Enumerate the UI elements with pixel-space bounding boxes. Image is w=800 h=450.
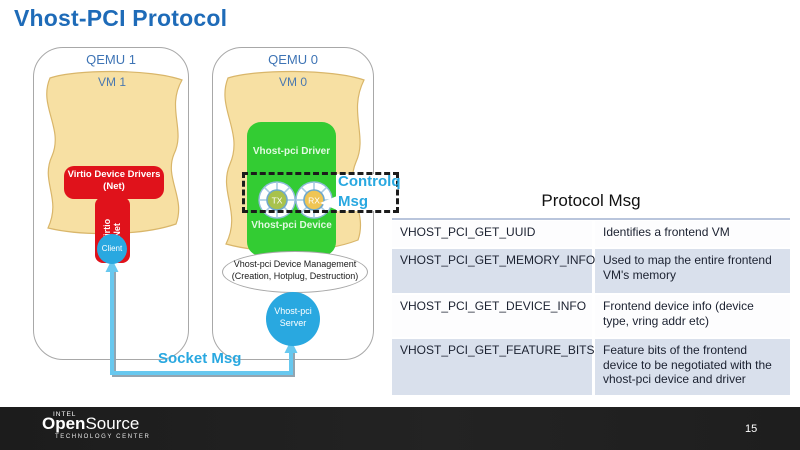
logo-open: Open [42, 414, 86, 433]
table-row: VHOST_PCI_GET_UUID Identifies a frontend… [392, 221, 790, 247]
qemu0-label: QEMU 0 [268, 52, 318, 67]
controlq-callout-pointer [320, 196, 337, 210]
table-cell-desc: Feature bits of the frontend device to b… [595, 339, 790, 395]
protocol-msg-table: VHOST_PCI_GET_UUID Identifies a frontend… [392, 218, 790, 397]
device-management-sub: (Creation, Hotplug, Destruction) [231, 270, 359, 281]
protocol-msg-title: Protocol Msg [541, 191, 641, 210]
vhost-pci-driver-label: Vhost-pci Driver [252, 146, 331, 157]
device-management-ellipse: Vhost-pci Device Management (Creation, H… [222, 251, 368, 293]
controlq-callout-bubble [336, 174, 398, 211]
svg-text:TX: TX [272, 196, 283, 206]
table-cell-msg: VHOST_PCI_GET_MEMORY_INFO [392, 249, 595, 293]
table-cell-msg: VHOST_PCI_GET_UUID [392, 221, 592, 247]
footer-bar [0, 407, 800, 450]
controlq-msg-label: Controlq Msg [338, 173, 401, 210]
virtio-device-drivers-label: Virtio Device Drivers [67, 169, 161, 180]
table-cell-msg: VHOST_PCI_GET_DEVICE_INFO [392, 295, 592, 337]
virtio-device-drivers-box: Virtio Device Drivers (Net) [64, 166, 164, 199]
table-cell-desc: Identifies a frontend VM [595, 221, 790, 247]
table-cell-msg: VHOST_PCI_GET_FEATURE_BITS [392, 339, 595, 395]
socket-msg-label: Socket Msg [158, 350, 242, 367]
page-number: 15 [745, 423, 758, 435]
page-title: Vhost-PCI Protocol [14, 5, 228, 31]
table-row: VHOST_PCI_GET_DEVICE_INFO Frontend devic… [392, 295, 790, 337]
virtqueue-wheels: TX RX [258, 181, 333, 219]
device-management-label: Vhost-pci Device Management [233, 259, 357, 269]
vhost-pci-server-circle: Vhost-pci Server [266, 292, 320, 346]
table-row: VHOST_PCI_GET_MEMORY_INFO Used to map th… [392, 249, 790, 293]
table-cell-desc: Used to map the entire frontend VM's mem… [595, 249, 790, 293]
opensource-logo: OpenSource [42, 414, 139, 434]
vm0-label: VM 0 [278, 75, 307, 89]
table-cell-desc: Frontend device info (device type, vring… [595, 295, 790, 337]
intel-logo-top: INTEL [53, 411, 77, 418]
qemu1-label: QEMU 1 [86, 52, 136, 67]
vhost-pci-device-label: Vhost-pci Device [251, 220, 332, 231]
logo-source: Source [85, 414, 140, 433]
controlq-dashed-box [242, 172, 399, 213]
tx-wheel-icon: TX [258, 181, 296, 219]
virtio-device-drivers-sub: (Net) [103, 180, 125, 192]
table-row: VHOST_PCI_GET_FEATURE_BITS Feature bits … [392, 339, 790, 395]
vm1-label: VM 1 [97, 75, 126, 89]
svg-text:RX: RX [308, 196, 320, 206]
technology-center-label: TECHNOLOGY CENTER [55, 434, 151, 440]
client-circle: Client [97, 234, 127, 264]
